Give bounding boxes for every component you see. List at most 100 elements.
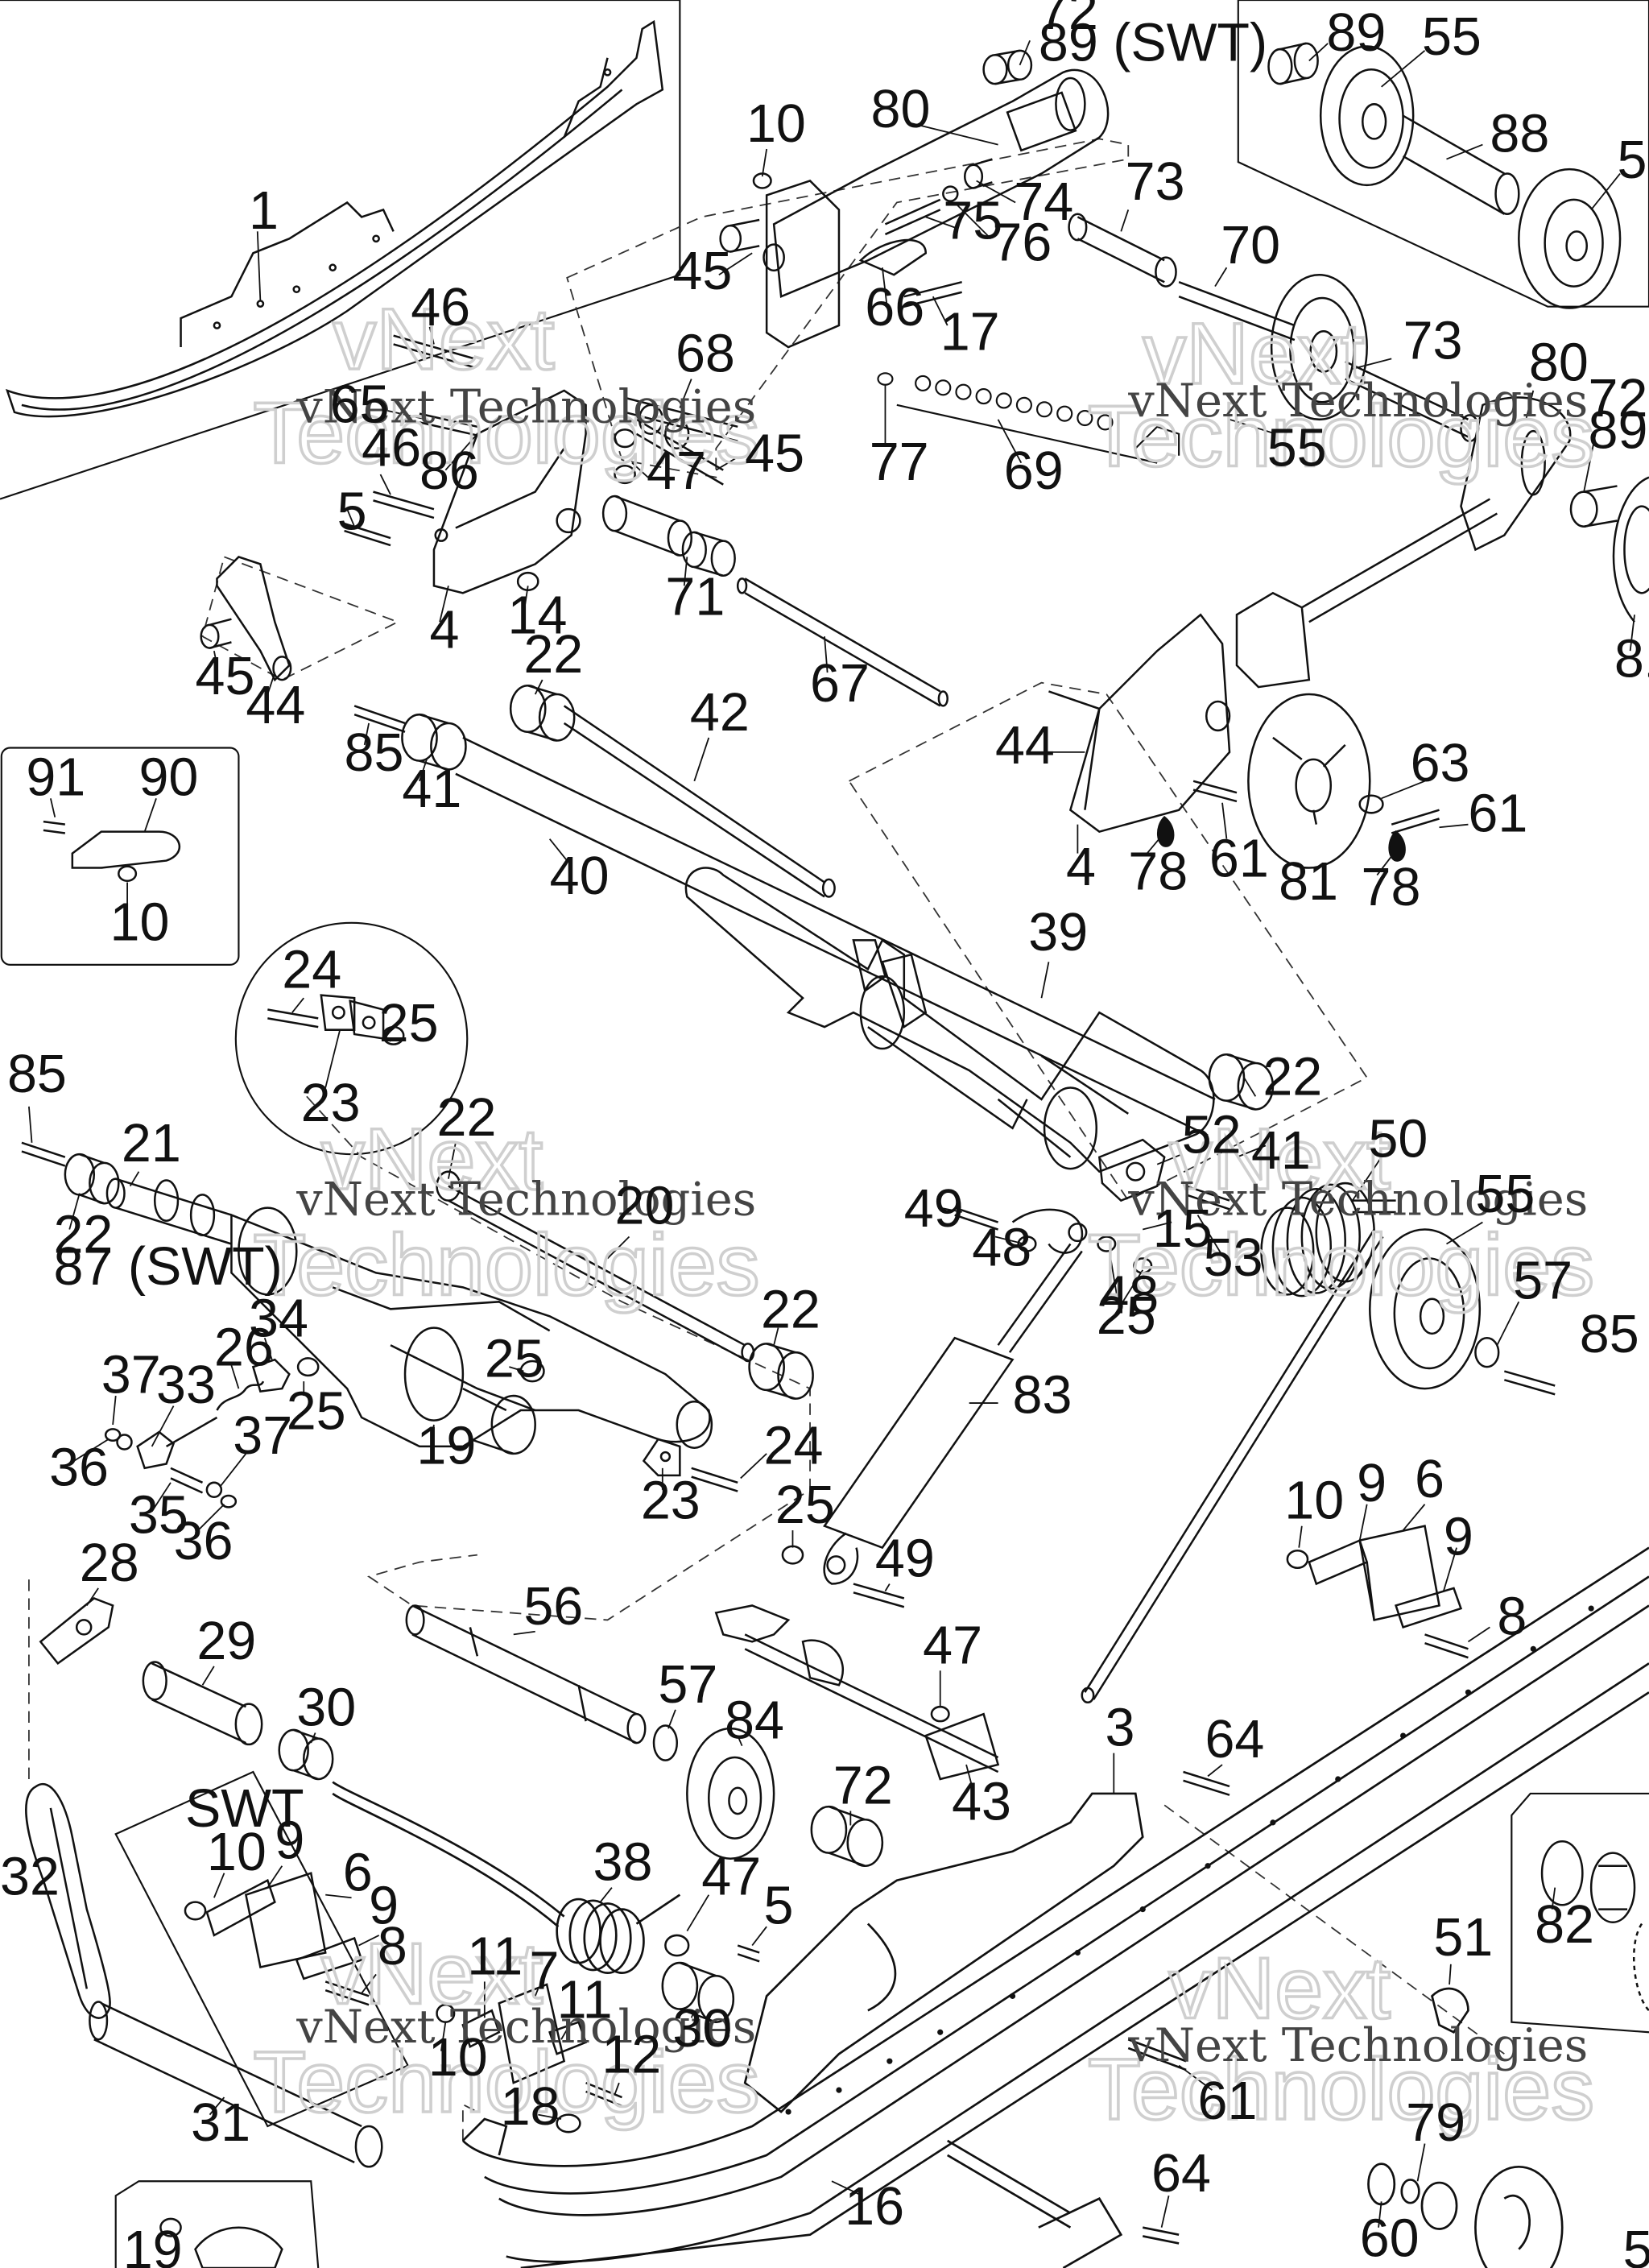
callout: 42 [690, 683, 750, 743]
callout: 36 [174, 1512, 234, 1571]
callout: 76 [992, 213, 1052, 272]
callout: 18 [501, 2077, 560, 2137]
callout: 80 [1529, 333, 1589, 392]
watermark-group: vNext Technologies vNext Technologies vN… [252, 288, 1596, 2139]
callout: 36 [49, 1438, 109, 1497]
callout: 78 [1128, 842, 1188, 901]
callout: 69 [1004, 441, 1064, 501]
callout: 22 [53, 1205, 113, 1264]
bottom-left-inset-parts [159, 2217, 283, 2268]
callout: 25 [287, 1381, 346, 1441]
callout: 47 [647, 441, 706, 501]
callout: 89 (SWT) [1039, 13, 1267, 72]
inset-parts-23-24-25 [267, 994, 405, 1045]
callout: 77 [870, 432, 929, 492]
callout: 61 [1197, 2071, 1257, 2131]
callout: 65 [330, 375, 390, 434]
callout: 52 [1182, 1105, 1242, 1165]
callout: 26 [214, 1318, 274, 1377]
inset-box-part-90 [0, 747, 240, 966]
callout: 30 [672, 1999, 732, 2059]
callout: 14 [508, 586, 568, 646]
callout: 84 [725, 1691, 784, 1751]
callout: 32 [0, 1848, 60, 1907]
watermark-line1-d: vNext [1169, 1110, 1391, 1207]
inset-box-swt [114, 1770, 410, 2128]
callout: 37 [233, 1406, 292, 1466]
callout: 19 [123, 2220, 183, 2268]
shaft-and-wheel-group-top [772, 49, 1649, 689]
callout: 12 [601, 2026, 661, 2085]
washer-stack-69 [877, 372, 1180, 464]
callout: 10 [110, 892, 170, 952]
watermark-line1-e: vNext [321, 1924, 543, 2022]
callout: 49 [904, 1179, 964, 1239]
callout: 20 [615, 1176, 675, 1235]
callout: 35 [129, 1486, 188, 1546]
callout: 55 [1422, 7, 1482, 67]
callout: 25 [775, 1475, 835, 1535]
swt-inset-parts [184, 1872, 370, 2006]
callout: 8 [1497, 1587, 1527, 1646]
callout: 6 [1415, 1450, 1444, 1509]
watermark-company-c: vNext Technologies [295, 1173, 756, 1227]
callout: 40 [550, 846, 610, 906]
callout: 71 [665, 567, 725, 627]
callout: 5 [1623, 2220, 1649, 2268]
shock-absorber-83 [781, 1138, 1230, 1608]
inset-wheel-assembly-top-right [1267, 42, 1622, 309]
watermark-line2-c: Technologies [253, 1215, 759, 1313]
callout: 22 [523, 625, 583, 685]
callout: 43 [952, 1772, 1011, 1831]
callout: 10 [746, 94, 806, 154]
callout: 9 [1444, 1508, 1473, 1567]
callout: 45 [745, 424, 804, 483]
callout: 41 [402, 759, 461, 819]
watermark-line2-e: Technologies [253, 2033, 759, 2130]
callout: 15 [1153, 1199, 1213, 1259]
callout: 39 [1028, 903, 1088, 962]
callout: 17 [940, 303, 1000, 362]
callout: 34 [249, 1289, 308, 1348]
callout: 47 [923, 1616, 982, 1675]
dashed-group-lines [28, 138, 1505, 2141]
watermark-line1-a: vNext [333, 290, 555, 387]
watermark-line2-d: Technologies [1088, 1215, 1594, 1313]
callout: 61 [1468, 784, 1527, 844]
callout: 9 [1357, 1454, 1387, 1513]
callout: 89 [1326, 3, 1386, 63]
callout: 41 [1251, 1121, 1311, 1181]
callout: 46 [411, 278, 470, 337]
callout: 38 [593, 1833, 653, 1893]
callout: 25 [379, 994, 439, 1053]
callout: 8 [378, 1917, 407, 1976]
callout: 63 [1411, 734, 1470, 793]
callout: 64 [1151, 2144, 1211, 2204]
callout: 3 [1106, 1699, 1135, 1758]
callout: 83 [1013, 1366, 1072, 1426]
callout: 82 [1535, 1895, 1594, 1955]
callout: 55 [1267, 418, 1327, 478]
callout: 53 [1204, 1228, 1263, 1288]
callout: 70 [1221, 216, 1280, 275]
upper-arm-group [353, 685, 1275, 1173]
inset-circle-23-24-25 [234, 921, 469, 1156]
callout: 85 [1580, 1305, 1639, 1364]
callout: 44 [995, 716, 1055, 776]
callout: 68 [676, 325, 735, 384]
callout: 45 [196, 647, 255, 706]
watermark-company-b: vNext Technologies [1127, 374, 1588, 428]
callout: 81 [1614, 629, 1649, 689]
watermark-line2-a: Technologies [253, 384, 759, 482]
callout: 55 [1617, 130, 1649, 190]
callout: 72 [1589, 369, 1648, 428]
callout: 24 [764, 1416, 824, 1475]
callout: 30 [296, 1678, 356, 1738]
callout: 85 [7, 1045, 67, 1104]
watermark-company-e: vNext Technologies [295, 2000, 756, 2054]
torsion-spring-38 [332, 1781, 681, 1974]
callout: 31 [191, 2093, 250, 2153]
slide-block-right-group [1286, 1525, 1469, 1659]
watermark-line1-b: vNext [1143, 304, 1365, 402]
callout: 37 [101, 1345, 161, 1405]
